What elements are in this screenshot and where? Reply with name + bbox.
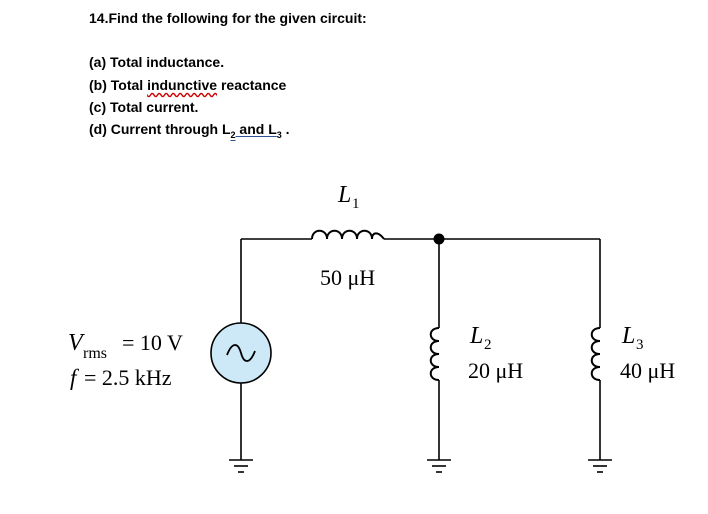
question-d-rest: . <box>281 121 290 137</box>
source-voltage-value: = 10 V <box>122 330 183 355</box>
L1-subscript: 1 <box>352 196 360 212</box>
source-frequency-symbol: f <box>70 365 80 390</box>
ground-icon-right <box>588 459 612 473</box>
L3-subscript: 3 <box>636 337 644 353</box>
inductor-L2-coil <box>429 327 440 381</box>
question-b-rest: reactance <box>217 77 287 93</box>
sine-wave-icon <box>226 344 256 362</box>
question-a: (a) Total inductance. <box>89 54 224 70</box>
question-c: (c) Total current. <box>89 99 198 115</box>
problem-title: 14.Find the following for the given circ… <box>89 10 367 26</box>
question-c-text: (c) Total current. <box>89 99 199 115</box>
L1-symbol: L <box>337 182 351 208</box>
L3-symbol: L <box>621 323 635 349</box>
junction-dot <box>433 233 445 245</box>
source-voltage-subscript: rms <box>83 345 107 362</box>
question-d-sub3: 3 <box>276 129 282 140</box>
ground-icon-mid <box>427 459 451 473</box>
L3-value: 40 μH <box>620 358 675 383</box>
inductor-L3-coil <box>590 327 601 381</box>
question-b: (b) Total indunctive reactance <box>89 77 286 93</box>
L2-subscript: 2 <box>484 337 492 353</box>
question-b-misspelled-word: indunctive <box>147 77 218 93</box>
question-b-prefix: (b) Total <box>89 77 148 93</box>
question-d-prefix: (d) Current through L <box>89 121 231 137</box>
question-d: (d) Current through L2 and L3 . <box>89 121 290 140</box>
question-d-mid: and L <box>235 121 277 137</box>
ground-icon-left <box>229 459 253 473</box>
source-voltage-symbol: V <box>68 330 85 356</box>
L1-value: 50 μH <box>320 265 375 290</box>
L2-value: 20 μH <box>468 358 523 383</box>
question-a-text: (a) Total inductance. <box>89 54 225 70</box>
L2-symbol: L <box>469 323 483 349</box>
source-frequency-value: = 2.5 kHz <box>84 365 172 390</box>
inductor-L1-coil <box>311 229 385 240</box>
question-d-sub2: 2 <box>230 129 236 140</box>
